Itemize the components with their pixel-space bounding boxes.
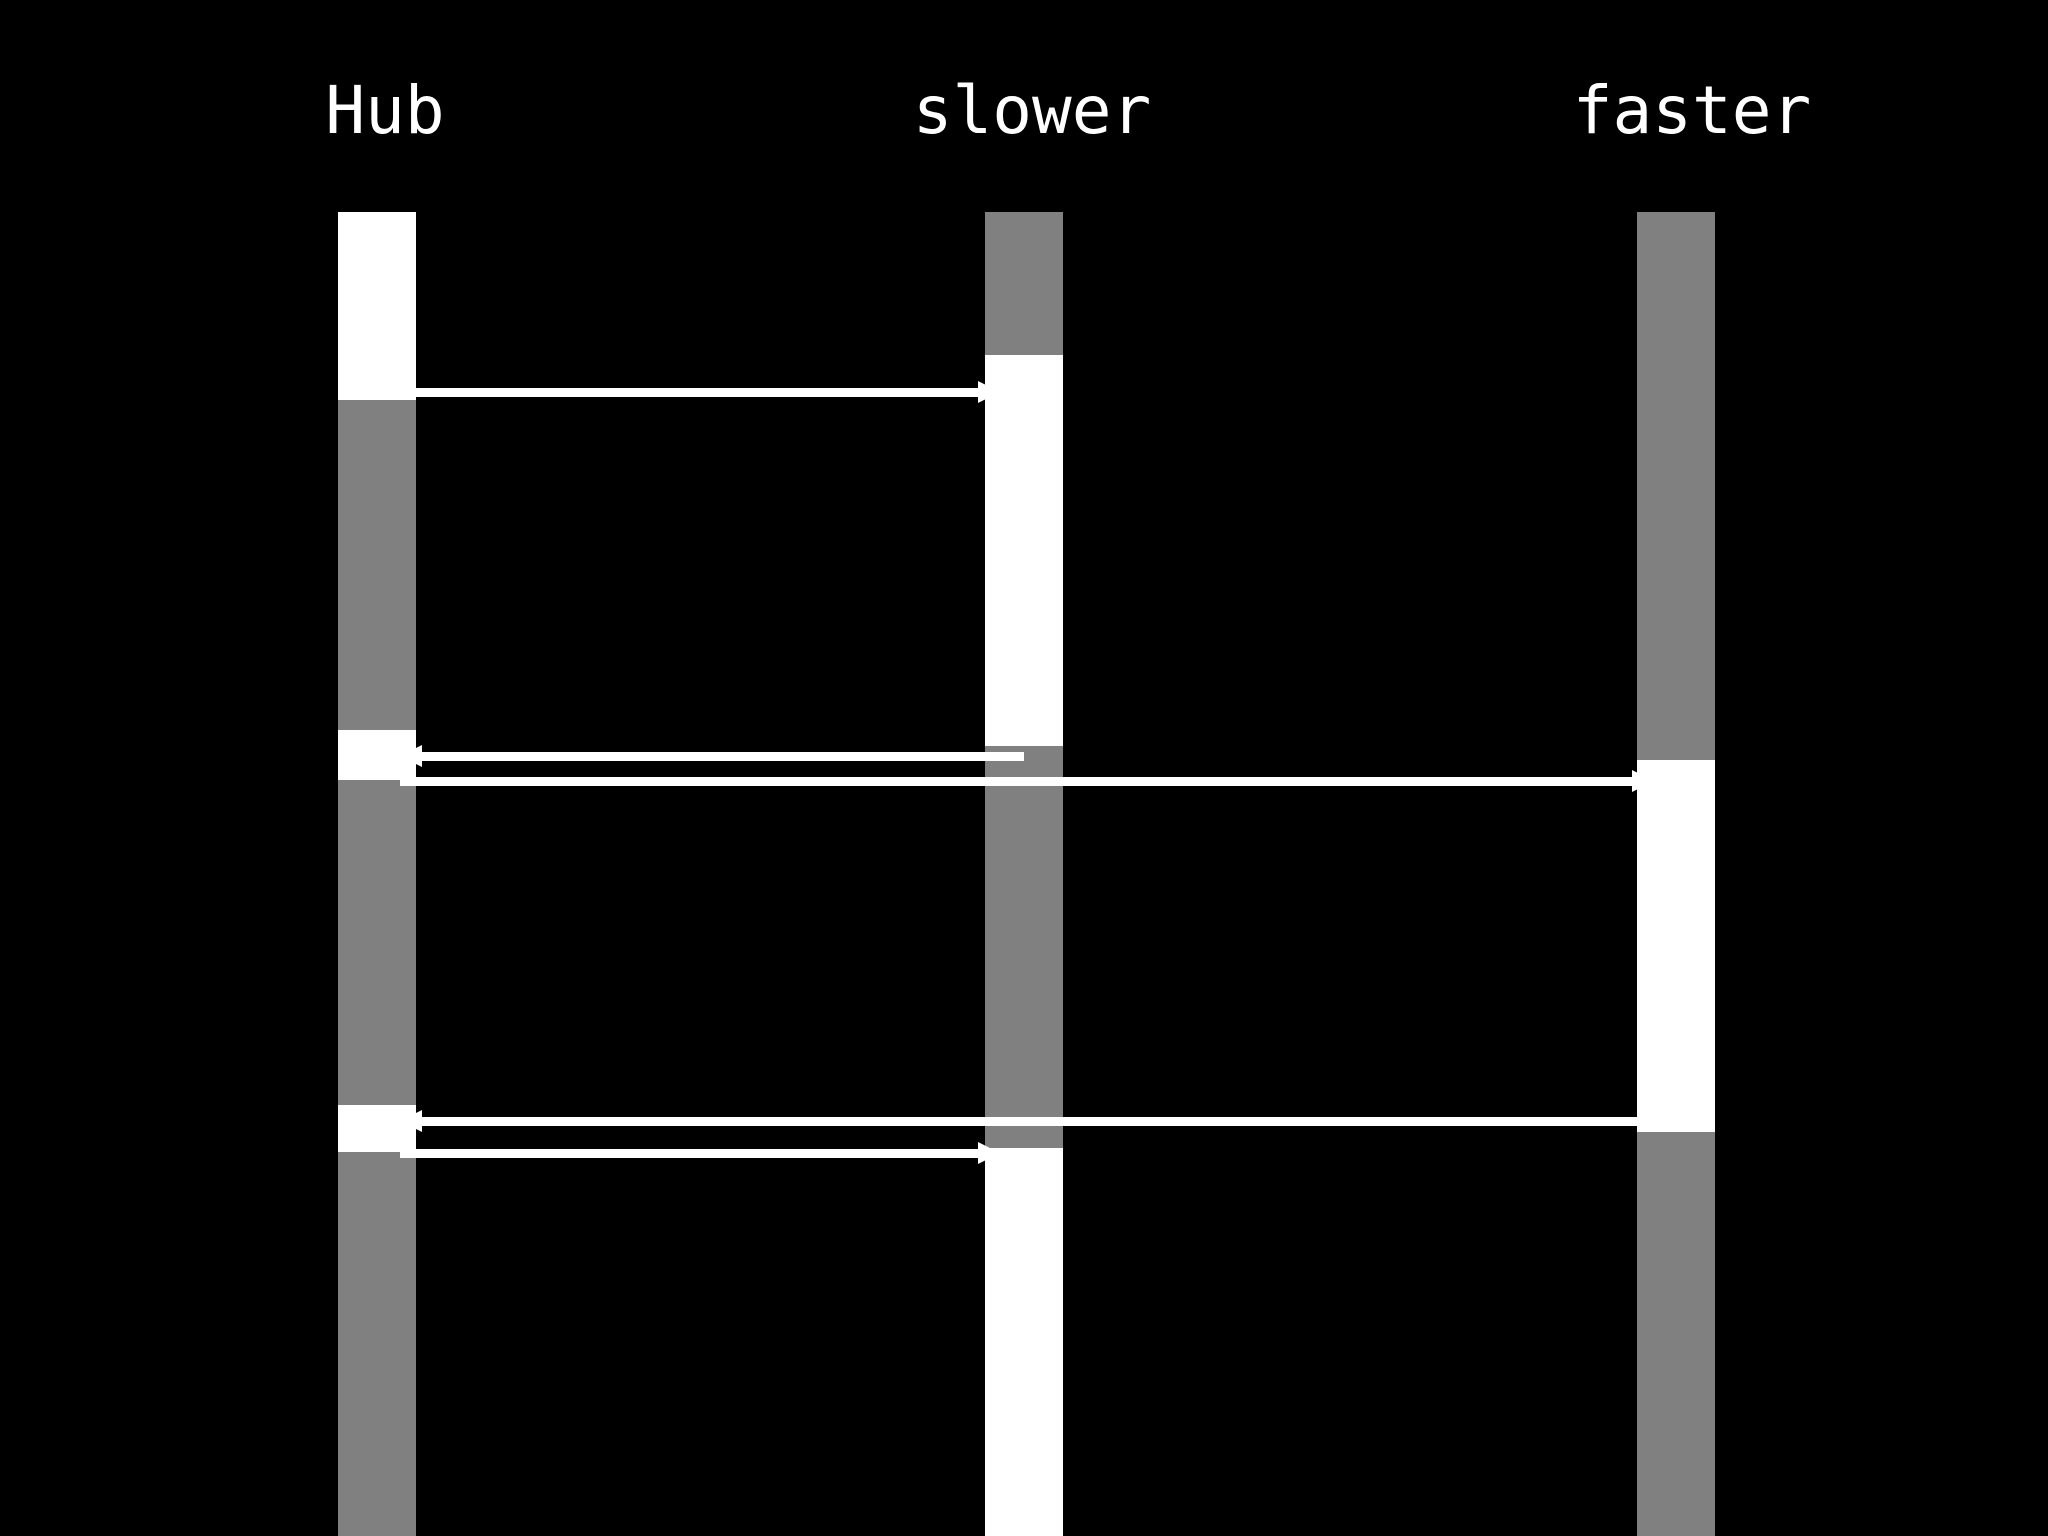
activation-segment: [338, 1152, 416, 1536]
arrow-shaft: [400, 1149, 983, 1158]
activation-segment: [985, 1148, 1063, 1536]
message-arrow-hub-to-slower-1: [416, 381, 1000, 403]
lifeline-faster: [1637, 0, 1715, 1536]
message-arrow-hub-to-slower-2: [400, 1142, 1000, 1164]
arrow-head-right-icon: [978, 381, 1000, 403]
activation-segment: [985, 212, 1063, 355]
arrow-shaft: [416, 388, 983, 397]
activation-segment: [985, 355, 1063, 746]
arrow-head-left-icon: [400, 1110, 422, 1132]
message-arrow-faster-to-hub: [400, 1110, 1676, 1132]
arrow-shaft: [417, 752, 1024, 761]
activation-segment: [338, 212, 416, 400]
arrow-shaft: [400, 777, 1637, 786]
participant-label-slower: slower: [912, 72, 1152, 149]
activation-segment: [338, 780, 416, 1105]
message-arrow-hub-to-faster: [400, 770, 1654, 792]
message-arrow-slower-to-hub: [400, 745, 1024, 767]
arrow-head-right-icon: [1632, 770, 1654, 792]
activation-segment: [1637, 212, 1715, 760]
activation-segment: [985, 746, 1063, 1148]
arrow-head-left-icon: [400, 745, 422, 767]
participant-label-hub: Hub: [325, 72, 445, 149]
activation-segment: [1637, 760, 1715, 1132]
activation-segment: [338, 400, 416, 730]
activation-segment: [1637, 1132, 1715, 1536]
lifeline-slower: [985, 0, 1063, 1536]
arrow-head-right-icon: [978, 1142, 1000, 1164]
lifeline-hub: [338, 0, 416, 1536]
arrow-shaft: [417, 1117, 1676, 1126]
participant-label-faster: faster: [1572, 72, 1812, 149]
